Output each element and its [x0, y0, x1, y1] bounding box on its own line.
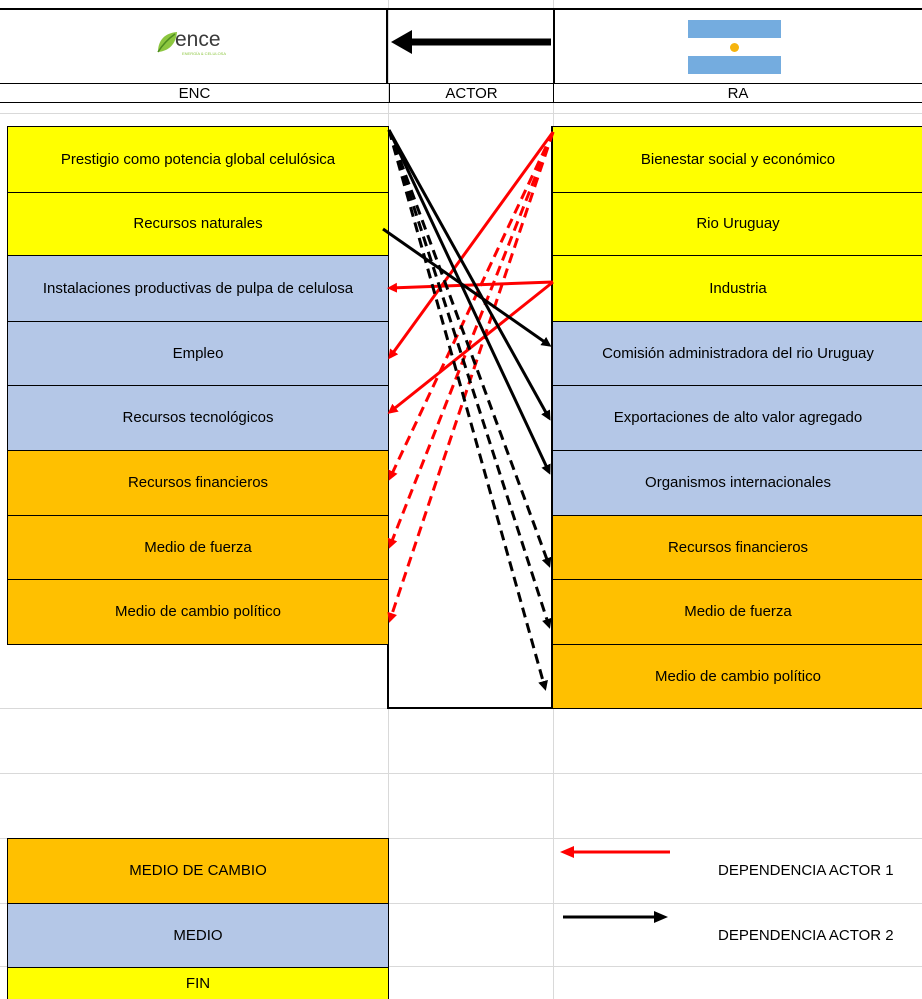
enc-item-prestigio: Prestigio como potencia global celulósic… — [7, 126, 389, 193]
legend-fin: FIN — [7, 967, 389, 999]
gridline — [0, 838, 922, 839]
ence-logo-text: ence — [175, 28, 221, 51]
enc-item-label: Recursos naturales — [133, 215, 263, 232]
ra-item-medio-de-fuerza: Medio de fuerza — [552, 579, 922, 645]
enc-item-instalaciones: Instalaciones productivas de pulpa de ce… — [7, 255, 389, 322]
enc-item-label: Prestigio como potencia global celulósic… — [60, 150, 336, 168]
header-top-border-mid — [388, 8, 553, 10]
ra-item-label: Rio Uruguay — [696, 215, 780, 232]
header-logo-cell-left: ence ENERGÍA & CELULOSA — [0, 8, 388, 83]
legend-medio-de-cambio: MEDIO DE CAMBIO — [7, 838, 389, 904]
ra-item-label: Bienestar social y económico — [640, 150, 836, 168]
leaf-icon — [157, 32, 177, 53]
ra-item-rio-uruguay: Rio Uruguay — [552, 192, 922, 256]
header-col-ra: RA — [553, 83, 922, 103]
legend-medio: MEDIO — [7, 903, 389, 968]
red-arrow — [387, 280, 554, 414]
legend-dep-actor2: DEPENDENCIA ACTOR 2 — [718, 927, 894, 944]
ence-logo: ence ENERGÍA & CELULOSA — [155, 28, 245, 58]
ra-item-label: Industria — [709, 279, 767, 297]
red-arrow — [388, 131, 555, 360]
header-logo-cell-right — [553, 8, 922, 83]
gridline — [0, 773, 922, 774]
black-dashed-arrow — [387, 129, 552, 629]
ra-item-label: Exportaciones de alto valor agregado — [613, 409, 863, 426]
ra-item-exportaciones: Exportaciones de alto valor agregado — [552, 385, 922, 451]
ra-item-label: Recursos financieros — [667, 538, 809, 556]
ra-item-label: Medio de cambio político — [655, 667, 821, 685]
enc-item-label: Recursos tecnológicos — [122, 409, 274, 426]
ra-item-label: Organismos internacionales — [645, 474, 831, 491]
red-arrow — [387, 280, 554, 293]
enc-item-recursos-naturales: Recursos naturales — [7, 192, 389, 256]
ra-item-comision: Comisión administradora del rio Uruguay — [552, 321, 922, 386]
gridline — [0, 113, 922, 114]
black-arrow — [387, 129, 551, 475]
gridline — [0, 966, 922, 967]
legend-label: MEDIO — [173, 926, 223, 944]
enc-item-label: Instalaciones productivas de pulpa de ce… — [42, 279, 354, 297]
header-col-enc: ENC — [0, 83, 390, 103]
legend-label: MEDIO DE CAMBIO — [129, 862, 267, 879]
header-arrow-head — [391, 30, 412, 54]
legend-label: FIN — [185, 974, 211, 992]
black-dashed-arrow — [387, 129, 552, 568]
red-dashed-arrow — [387, 131, 555, 623]
ra-item-industria: Industria — [552, 255, 922, 322]
ra-item-label: Medio de fuerza — [684, 603, 792, 620]
legend-red-arrow-head — [560, 846, 574, 858]
enc-item-recursos-tecnologicos: Recursos tecnológicos — [7, 385, 389, 451]
red-dashed-arrow — [387, 131, 555, 549]
gridline — [0, 903, 922, 904]
legend-dep-actor1: DEPENDENCIA ACTOR 1 — [718, 862, 894, 879]
enc-item-label: Recursos financieros — [127, 474, 269, 491]
ra-item-medio-cambio-politico: Medio de cambio político — [552, 644, 922, 709]
black-arrow — [387, 129, 551, 421]
enc-item-label: Empleo — [172, 344, 224, 362]
enc-item-label: Medio de cambio político — [115, 603, 281, 620]
ence-logo-subtext: ENERGÍA & CELULOSA — [182, 51, 227, 56]
argentina-flag-icon — [688, 20, 781, 74]
enc-item-label: Medio de fuerza — [144, 538, 252, 556]
black-dashed-arrow — [387, 129, 548, 691]
ra-item-label: Comisión administradora del rio Uruguay — [602, 344, 874, 362]
legend-black-arrow-head — [654, 911, 668, 923]
ra-item-organismos: Organismos internacionales — [552, 450, 922, 516]
enc-item-recursos-financieros: Recursos financieros — [7, 450, 389, 516]
black-arrow — [382, 227, 552, 347]
enc-item-medio-de-fuerza: Medio de fuerza — [7, 515, 389, 580]
enc-item-medio-cambio-politico: Medio de cambio político — [7, 579, 389, 645]
header-col-actor: ACTOR — [390, 83, 553, 103]
